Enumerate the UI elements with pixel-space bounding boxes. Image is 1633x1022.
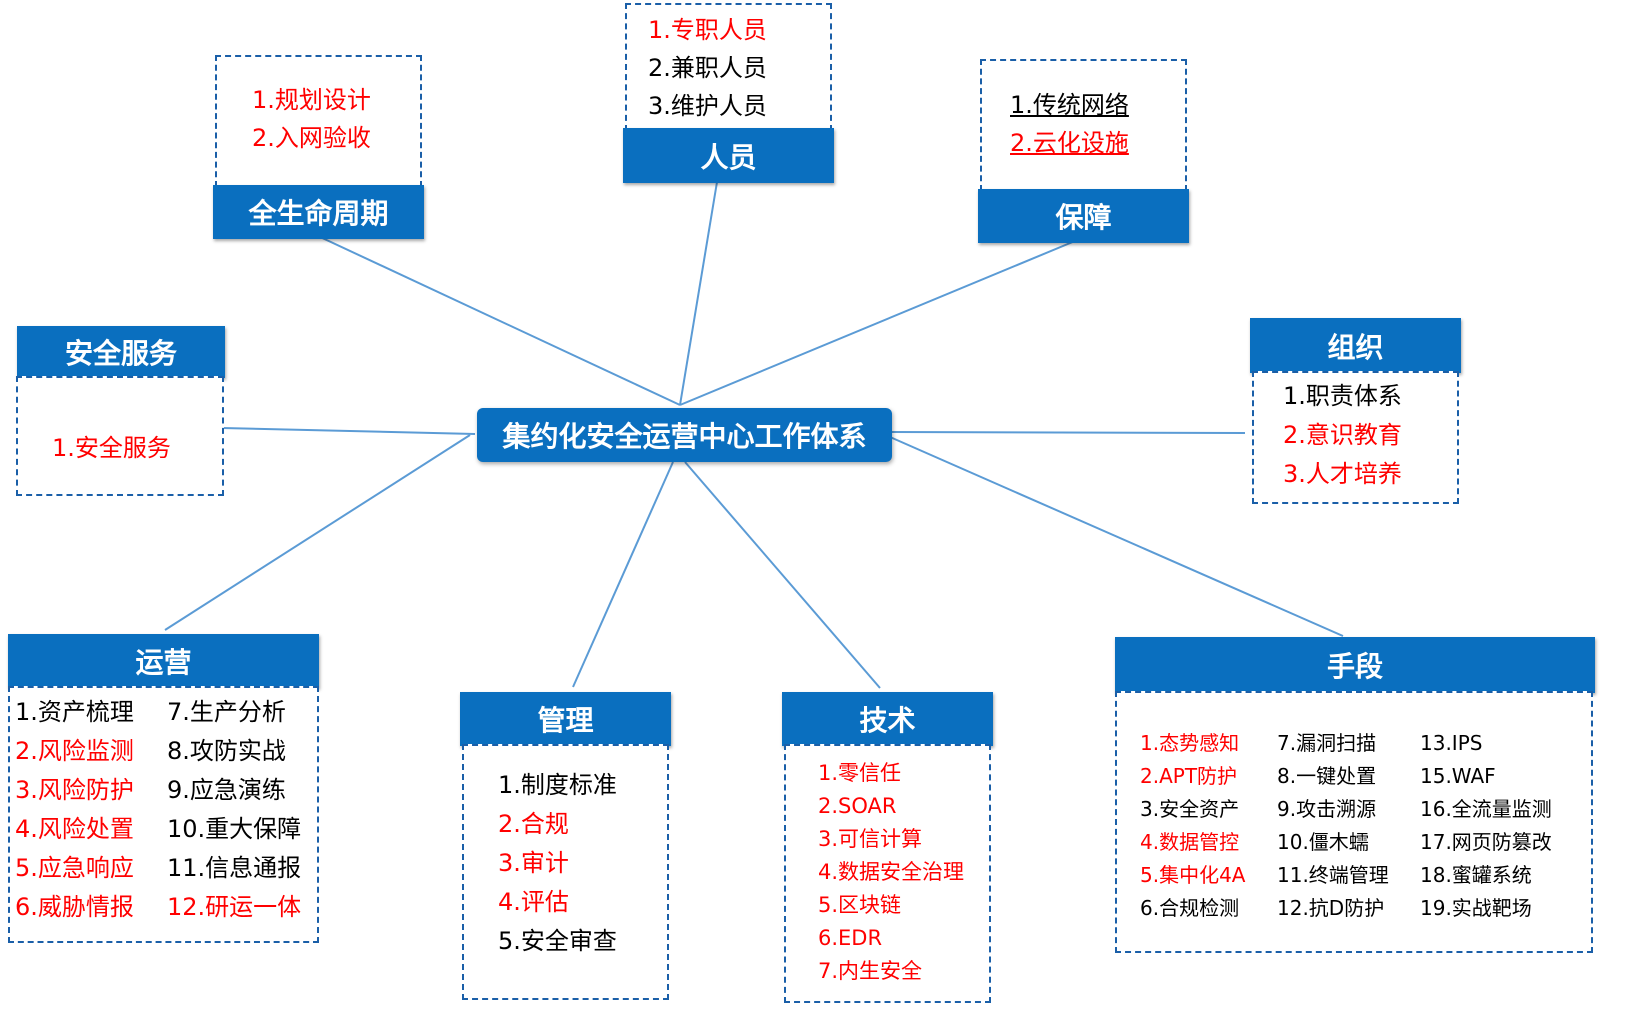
means-header: 手段 <box>1115 637 1595 693</box>
service-header: 安全服务 <box>17 326 225 378</box>
means-item-18: 18.蜜罐系统 <box>1420 863 1532 887</box>
means-item-6: 6.合规检测 <box>1140 896 1240 920</box>
link-lifecycle <box>317 235 681 406</box>
means-item-13: 13.IPS <box>1420 731 1483 755</box>
means-item-15: 15.WAF <box>1420 764 1496 788</box>
support-box <box>980 59 1187 191</box>
operation-item-5: 5.应急响应 <box>15 854 134 882</box>
support-header: 保障 <box>978 189 1189 243</box>
organization-box <box>1252 371 1459 504</box>
technology-item-7: 7.内生安全 <box>818 959 923 983</box>
means-item-7: 7.漏洞扫描 <box>1277 731 1377 755</box>
operation-item-10: 10.重大保障 <box>167 815 302 843</box>
operation-item-1: 1.资产梳理 <box>15 698 134 726</box>
technology-item-4: 4.数据安全治理 <box>818 860 965 884</box>
technology-item-2: 2.SOAR <box>818 794 897 818</box>
means-item-4: 4.数据管控 <box>1140 830 1240 854</box>
technology-item-1: 1.零信任 <box>818 761 902 785</box>
link-operation <box>164 434 471 631</box>
technology-header: 技术 <box>782 692 993 746</box>
operation-header: 运营 <box>8 634 319 688</box>
management-item-4: 4.评估 <box>498 888 569 916</box>
technology-box <box>784 744 991 1003</box>
personnel-item-3: 3.维护人员 <box>648 92 767 120</box>
technology-item-3: 3.可信计算 <box>818 827 923 851</box>
operation-item-11: 11.信息通报 <box>167 854 302 882</box>
lifecycle-item-1: 1.规划设计 <box>252 86 371 114</box>
organization-item-2: 2.意识教育 <box>1283 421 1402 449</box>
personnel-item-1: 1.专职人员 <box>648 16 767 44</box>
means-box <box>1115 691 1593 953</box>
technology-item-5: 5.区块链 <box>818 893 902 917</box>
means-item-11: 11.终端管理 <box>1277 863 1389 887</box>
means-item-17: 17.网页防篡改 <box>1420 830 1552 854</box>
link-organization <box>889 431 1246 434</box>
means-item-8: 8.一键处置 <box>1277 764 1377 788</box>
lifecycle-item-2: 2.入网验收 <box>252 124 371 152</box>
means-item-1: 1.态势感知 <box>1140 731 1240 755</box>
link-management <box>572 461 674 688</box>
management-item-3: 3.审计 <box>498 849 569 877</box>
operation-item-9: 9.应急演练 <box>167 776 286 804</box>
organization-item-1: 1.职责体系 <box>1283 382 1402 410</box>
operation-item-12: 12.研运一体 <box>167 893 302 921</box>
service-box <box>16 376 224 496</box>
operation-item-4: 4.风险处置 <box>15 815 134 843</box>
link-means <box>889 436 1344 637</box>
means-item-10: 10.僵木蠕 <box>1277 830 1369 854</box>
center-node: 集约化安全运营中心工作体系 <box>477 408 892 462</box>
operation-item-6: 6.威胁情报 <box>15 893 134 921</box>
means-item-12: 12.抗D防护 <box>1277 896 1385 920</box>
support-item-1: 1.传统网络 <box>1010 91 1129 119</box>
link-service <box>221 427 476 435</box>
operation-item-2: 2.风险监测 <box>15 737 134 765</box>
technology-item-6: 6.EDR <box>818 926 883 950</box>
personnel-header: 人员 <box>623 128 834 183</box>
personnel-item-2: 2.兼职人员 <box>648 54 767 82</box>
link-personnel <box>679 175 719 406</box>
means-item-19: 19.实战靶场 <box>1420 896 1532 920</box>
operation-item-3: 3.风险防护 <box>15 776 134 804</box>
means-item-16: 16.全流量监测 <box>1420 797 1552 821</box>
link-support <box>679 240 1076 406</box>
link-technology <box>684 461 881 689</box>
lifecycle-box <box>215 55 422 187</box>
means-item-5: 5.集中化4A <box>1140 863 1246 887</box>
management-item-1: 1.制度标准 <box>498 771 617 799</box>
support-item-2: 2.云化设施 <box>1010 129 1129 157</box>
organization-item-3: 3.人才培养 <box>1283 460 1402 488</box>
operation-item-7: 7.生产分析 <box>167 698 286 726</box>
means-item-9: 9.攻击溯源 <box>1277 797 1377 821</box>
means-item-2: 2.APT防护 <box>1140 764 1238 788</box>
management-item-2: 2.合规 <box>498 810 569 838</box>
means-item-3: 3.安全资产 <box>1140 797 1240 821</box>
lifecycle-header: 全生命周期 <box>213 185 424 239</box>
operation-box <box>8 686 319 943</box>
organization-header: 组织 <box>1250 318 1461 373</box>
service-item-1: 1.安全服务 <box>52 434 171 462</box>
management-item-5: 5.安全审查 <box>498 927 617 955</box>
management-header: 管理 <box>460 692 671 746</box>
management-box <box>462 744 669 1000</box>
operation-item-8: 8.攻防实战 <box>167 737 286 765</box>
